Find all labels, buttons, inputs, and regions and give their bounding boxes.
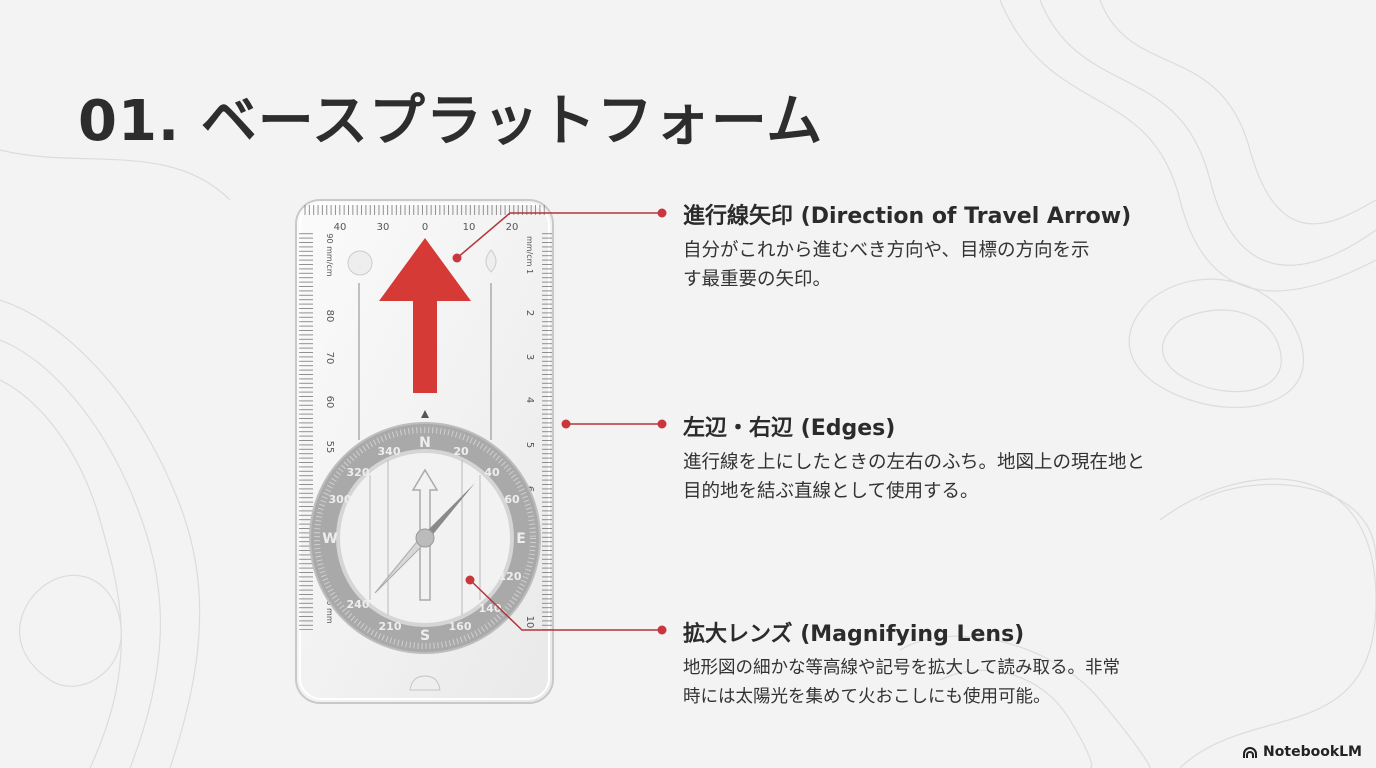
callout-edges: 左辺・右辺 (Edges) 進行線を上にしたときの左右のふち。地図上の現在地と目… — [683, 410, 1153, 506]
callout-magnifying-lens: 拡大レンズ (Magnifying Lens) 地形図の細かな等高線や記号を拡大… — [683, 616, 1133, 712]
page-title: 01. ベースプラットフォーム — [78, 89, 824, 154]
callout-lines — [456, 212, 662, 631]
left-scale-label: 90 mm/cm — [325, 233, 334, 276]
dial-label: E — [516, 531, 526, 547]
dial-label: 40 — [484, 466, 500, 479]
callout-body: 地形図の細かな等高線や記号を拡大して読み取る。非常時には太陽光を集めて火おこしに… — [683, 658, 1120, 707]
top-scale-label: 40 — [334, 222, 347, 233]
dial-label: 120 — [499, 570, 522, 583]
top-scale-label: 0 — [422, 222, 428, 233]
callout-dot — [465, 575, 475, 585]
right-scale-label: 10 — [524, 616, 535, 629]
top-scale-label: 20 — [506, 222, 519, 233]
callout-direction-arrow: 進行線矢印 (Direction of Travel Arrow) 自分がこれか… — [683, 198, 1131, 294]
compass-dial: N E S W 20 40 60 120 140 160 210 240 300… — [309, 422, 541, 654]
callout-dot — [452, 253, 462, 263]
left-scale-label: 60 — [324, 396, 335, 409]
callout-dot — [657, 625, 667, 635]
right-ruler-ticks — [542, 232, 552, 630]
dial-label: N — [419, 435, 431, 451]
callout-dot — [561, 419, 571, 429]
callout-heading: 拡大レンズ (Magnifying Lens) — [683, 622, 1025, 647]
callout-body: 自分がこれから進むべき方向や、目標の方向を示す最重要の矢印。 — [683, 240, 1090, 290]
dial-label: 160 — [449, 620, 472, 633]
left-scale-label: 55 — [324, 441, 335, 454]
dial-label: 60 — [504, 493, 520, 506]
dial-label: S — [420, 628, 430, 644]
dial-label: 140 — [479, 602, 502, 615]
direction-of-travel-arrow — [379, 238, 471, 393]
callout-dot — [657, 419, 667, 429]
right-scale-label: 5 — [524, 442, 535, 448]
top-scale-label: 10 — [463, 222, 476, 233]
dial-label: 340 — [378, 445, 401, 458]
top-ruler-ticks — [304, 205, 546, 215]
left-scale-label: 80 — [324, 310, 335, 323]
notebooklm-logo-icon — [1243, 747, 1258, 758]
right-scale-label: 2 — [524, 310, 535, 316]
left-ruler-ticks — [299, 232, 313, 630]
dial-label: 210 — [379, 620, 402, 633]
callout-body: 進行線を上にしたときの左右のふち。地図上の現在地と目的地を結ぶ直線として使用する… — [683, 452, 1145, 502]
brand-label: NotebookLM — [1263, 744, 1362, 760]
right-scale-label: mm/cm 1 — [525, 236, 534, 274]
callout-dot — [657, 208, 667, 218]
notebooklm-brand: NotebookLM — [1242, 744, 1362, 760]
dial-label: 300 — [329, 493, 352, 506]
left-scale-label: 0 mm — [325, 600, 334, 623]
dial-label: 240 — [347, 598, 370, 611]
top-scale-label: 30 — [377, 222, 390, 233]
left-scale-label: 70 — [324, 352, 335, 365]
right-scale-label: 4 — [524, 397, 535, 403]
right-scale-label: 3 — [524, 354, 535, 360]
dial-label: 20 — [453, 445, 469, 458]
callout-heading: 左辺・右辺 (Edges) — [683, 416, 896, 441]
dial-label: 320 — [347, 466, 370, 479]
dial-label: W — [322, 531, 337, 547]
callout-heading: 進行線矢印 (Direction of Travel Arrow) — [683, 204, 1132, 229]
